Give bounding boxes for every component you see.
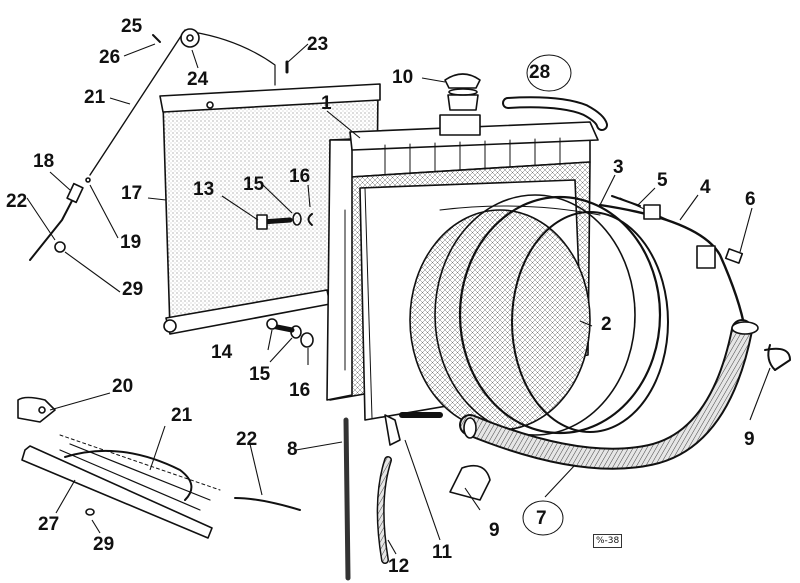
callout-21a: 21: [84, 87, 106, 108]
callout-25: 25: [121, 16, 143, 37]
clamp-strap: [598, 203, 747, 332]
callout-15b: 15: [249, 364, 271, 385]
callout-5: 5: [657, 170, 668, 191]
callout-4: 4: [700, 177, 711, 198]
callout-27: 27: [38, 514, 60, 535]
callout-ring-7: [522, 500, 564, 536]
callout-29b: 29: [93, 534, 115, 555]
callout-10: 10: [392, 67, 414, 88]
callout-11: 11: [432, 542, 453, 563]
callout-17: 17: [121, 183, 143, 204]
callout-19: 19: [120, 232, 142, 253]
callout-23: 23: [307, 34, 329, 55]
callout-26: 26: [99, 47, 121, 68]
callout-18: 18: [33, 151, 55, 172]
callout-29a: 29: [122, 279, 144, 300]
callout-ring-28: [526, 54, 572, 92]
callout-9b: 9: [489, 520, 500, 541]
callout-9a: 9: [744, 429, 755, 450]
callout-12: 12: [388, 556, 410, 577]
callout-16a: 16: [289, 166, 311, 187]
callout-6: 6: [745, 189, 756, 210]
callout-22a: 22: [6, 191, 28, 212]
support-rod: [343, 417, 351, 581]
callout-28: 28: [529, 62, 551, 83]
callout-8: 8: [287, 439, 298, 460]
callout-3: 3: [613, 157, 624, 178]
callout-21b: 21: [171, 405, 193, 426]
callout-15a: 15: [243, 174, 265, 195]
callout-20: 20: [112, 376, 134, 397]
callout-22b: 22: [236, 429, 258, 450]
lower-hose: [459, 319, 759, 470]
callout-1: 1: [321, 93, 332, 114]
callout-13: 13: [193, 179, 215, 200]
callout-24: 24: [187, 69, 209, 90]
radiator-blind: [159, 83, 381, 335]
callout-16b: 16: [289, 380, 311, 401]
figure-reference-code: %-38: [593, 534, 623, 548]
fan-ring: [409, 194, 669, 436]
callout-2: 2: [601, 314, 612, 335]
callout-7: 7: [536, 508, 547, 529]
callout-14: 14: [211, 342, 233, 363]
